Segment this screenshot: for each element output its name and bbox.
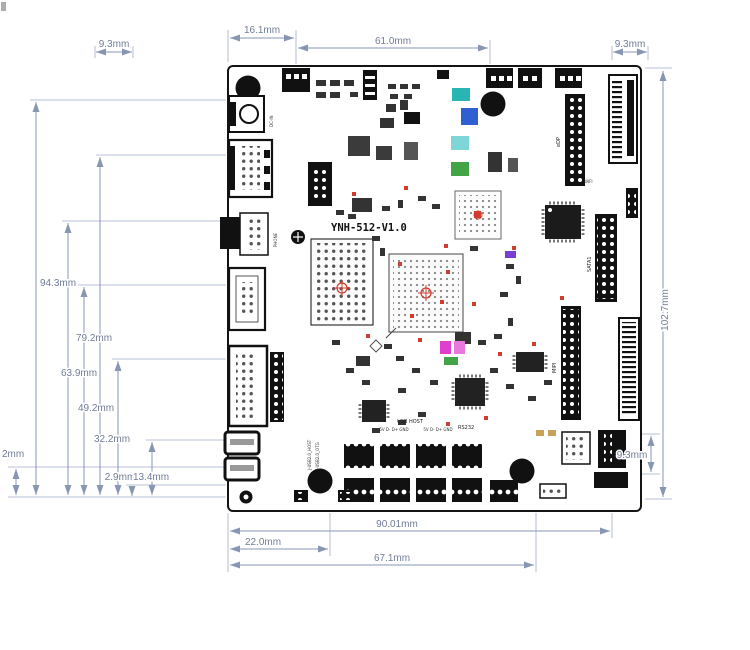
usb-pins-left-label: 5V D- D+ GND — [379, 427, 408, 432]
dim-right-height: 102.7mm — [660, 289, 671, 331]
dim-top-width-1: 16.1mm — [244, 25, 280, 36]
mounting-holes — [235, 75, 535, 504]
sata-label: SATA1 — [587, 256, 593, 272]
dim-left-5: 32.2mm — [94, 434, 130, 445]
dim-left-2: 79.2mm — [76, 333, 112, 344]
center-ics — [310, 112, 585, 422]
dc-in-label: DC-IN — [269, 116, 274, 128]
top-edge-connectors — [282, 68, 638, 164]
phone-label: PHONE — [273, 232, 278, 247]
qfn-ic-3 — [516, 352, 544, 372]
dim-left-7: 13.4mm — [133, 472, 169, 483]
board-title: YNH-512-V1.0 — [331, 222, 407, 234]
dim-left-6: 2.9mm — [105, 472, 136, 483]
extension-lines — [8, 30, 672, 572]
pcb-board: YNH-512-V1.0 USB HOST 5V D- D+ GND 5V D-… — [220, 65, 642, 512]
top-connector-1 — [282, 68, 310, 92]
passive-components — [332, 196, 552, 433]
usb-header-2-label: J-USB2.0_OTG — [315, 442, 320, 471]
qfn-ic-1 — [455, 378, 485, 406]
corner-artifact — [1, 2, 6, 11]
colored-components — [386, 88, 516, 365]
dim-bottom-2: 22.0mm — [245, 537, 281, 548]
dim-top-width-2: 61.0mm — [375, 36, 411, 47]
dim-left-1: 94.3mm — [40, 278, 76, 289]
dimension-lines — [12, 34, 667, 569]
phone-jack — [220, 217, 240, 249]
dim-top-left-offset: 9.3mm — [99, 39, 130, 50]
dim-bottom-3: 67.1mm — [374, 553, 410, 564]
silkscreen-labels: YNH-512-V1.0 USB HOST 5V D- D+ GND 5V D-… — [269, 116, 593, 472]
wifi-label: WIFI — [584, 179, 593, 184]
usb-host-label: USB HOST — [397, 419, 424, 425]
mipi-label: MIPI — [552, 363, 558, 373]
left-edge-connectors — [220, 95, 332, 482]
dim-right-offset: 9.3mm — [617, 450, 648, 461]
dim-left-3: 63.9mm — [61, 368, 97, 379]
top-connector-4 — [518, 68, 542, 88]
dim-top-right-offset: 9.3mm — [615, 39, 646, 50]
dimension-labels: 16.1mm 61.0mm 9.3mm 9.3mm 102.7mm 9.3mm … — [1, 24, 673, 566]
edp-label: eDP — [556, 137, 562, 147]
usb-pins-right-label: 5V D- D+ GND — [423, 427, 452, 432]
dim-left-edge-partial: 2mm — [2, 449, 24, 460]
dim-left-4: 49.2mm — [78, 403, 114, 414]
usb-header-1-label: J-USB2.0_HOST — [307, 439, 312, 471]
dim-bottom-1: 90.01mm — [376, 519, 418, 530]
bottom-edge-connectors — [294, 430, 628, 503]
right-edge-headers — [561, 94, 640, 421]
qfn-ic-2 — [362, 400, 386, 422]
rs232-label: RS232 — [458, 425, 474, 431]
test-points — [352, 186, 564, 426]
